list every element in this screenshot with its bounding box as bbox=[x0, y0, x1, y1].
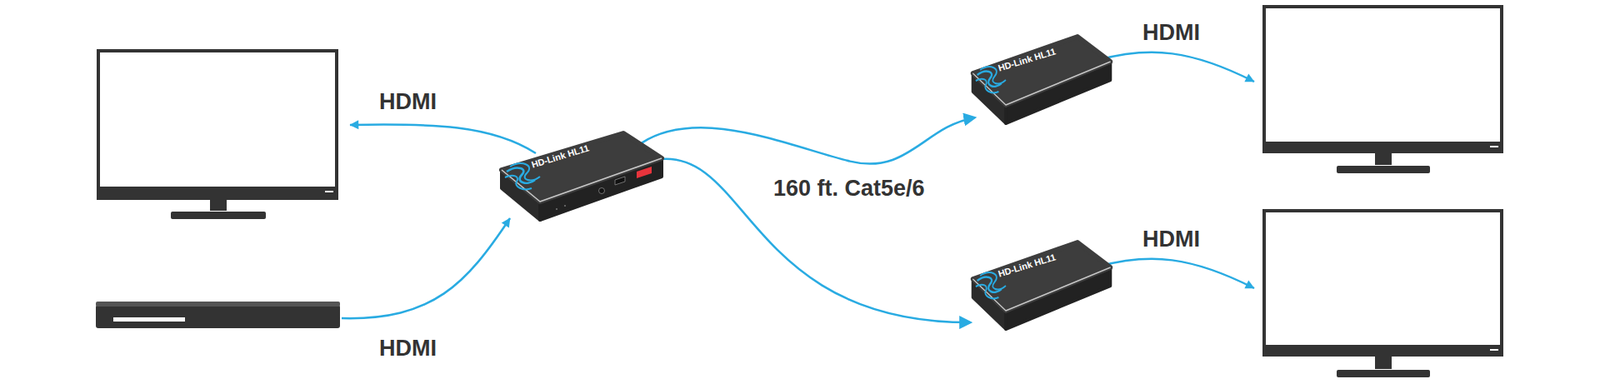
port bbox=[615, 176, 625, 185]
device-part bbox=[972, 242, 1110, 311]
tv-right-top-part bbox=[1264, 6, 1502, 152]
tv-left-part bbox=[325, 190, 334, 193]
device-part bbox=[972, 267, 1110, 311]
blu-ray-player bbox=[95, 301, 340, 329]
tv-right-bottom-part bbox=[1336, 370, 1430, 378]
port bbox=[636, 166, 652, 179]
logo bbox=[975, 285, 1000, 300]
device-part bbox=[972, 36, 1110, 105]
cable-label: HDMI bbox=[1140, 226, 1203, 253]
cable-label: HDMI bbox=[376, 335, 440, 362]
hdmi-cable bbox=[341, 52, 1255, 319]
cable-label: 160 ft. Cat5e/6 bbox=[770, 175, 928, 202]
tv-right-top-part bbox=[1490, 145, 1499, 148]
device-part bbox=[972, 61, 1110, 105]
tv-right-top bbox=[1264, 6, 1502, 174]
cable-label: HDMI bbox=[376, 89, 440, 115]
cable-label: HDMI bbox=[1140, 20, 1203, 46]
cat-cable bbox=[641, 117, 975, 164]
hdmi-cable-part bbox=[350, 124, 536, 154]
tv-left bbox=[98, 50, 337, 220]
tv-right-top-part bbox=[1375, 153, 1392, 165]
device-part bbox=[501, 158, 662, 202]
logo bbox=[975, 79, 1000, 94]
tv-left-part bbox=[170, 211, 266, 220]
tv-right-bottom-part bbox=[1375, 356, 1392, 370]
device-part bbox=[501, 133, 662, 202]
blu-ray-player-part bbox=[95, 305, 340, 329]
tv-right-bottom bbox=[1264, 210, 1502, 378]
tv-left-part bbox=[98, 50, 337, 199]
tv-right-bottom-part bbox=[1264, 210, 1502, 355]
port bbox=[599, 188, 605, 195]
tv-right-bottom-part bbox=[1264, 345, 1502, 357]
led bbox=[555, 208, 558, 210]
tv-right-top-part bbox=[1264, 141, 1502, 154]
led bbox=[564, 205, 566, 207]
tv-right-top-part bbox=[1336, 165, 1430, 174]
blu-ray-player-part bbox=[95, 301, 340, 307]
splitter-device: HD-Link HL11 bbox=[498, 130, 665, 239]
logo bbox=[505, 175, 532, 190]
blu-ray-player-part bbox=[113, 317, 185, 322]
hdmi-cable-part bbox=[1098, 259, 1255, 289]
tv-left-part bbox=[210, 200, 227, 211]
cat-cable bbox=[660, 159, 970, 323]
hdmi-cable-part bbox=[341, 218, 510, 319]
tv-right-bottom-part bbox=[1490, 349, 1499, 351]
tv-left-part bbox=[98, 186, 337, 200]
hdmi-cable-part bbox=[1098, 52, 1255, 82]
splitter-device: HD-Link HL11 bbox=[970, 33, 1114, 142]
splitter-device: HD-Link HL11 bbox=[970, 239, 1114, 348]
